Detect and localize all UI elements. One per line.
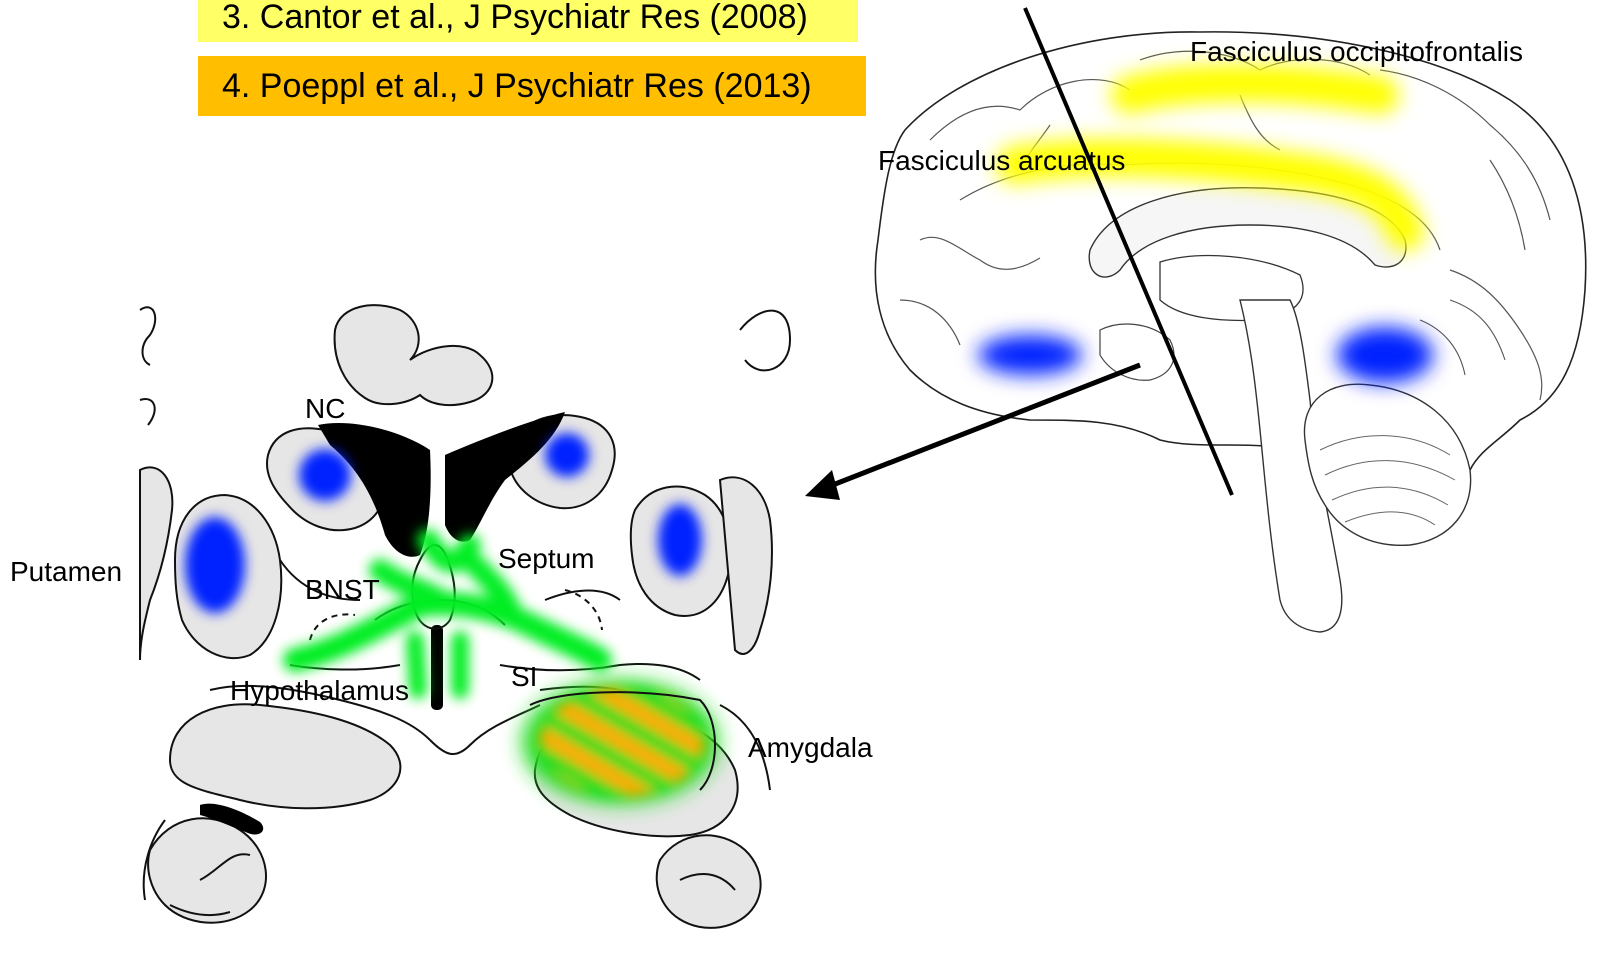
label-si: SI: [511, 663, 537, 691]
amygdala-highlight: [522, 680, 718, 804]
third-ventricle: [431, 625, 443, 710]
label-nc: NC: [305, 395, 345, 423]
coronal-tissue: [140, 305, 772, 928]
label-amygdala: Amygdala: [748, 734, 873, 762]
occipital-blue-blob: [1337, 327, 1433, 383]
sagittal-brain: [805, 8, 1586, 632]
frontal-blue-blob: [978, 335, 1082, 375]
putamen-left-blue: [185, 517, 245, 613]
label-septum: Septum: [498, 545, 595, 573]
nc-left-blue: [299, 449, 351, 501]
coronal-section: [140, 305, 790, 928]
label-hypothalamus: Hypothalamus: [230, 677, 409, 705]
putamen-right-blue: [658, 504, 702, 576]
label-fasciculus-occipitofrontalis: Fasciculus occipitofrontalis: [1190, 38, 1523, 66]
bnst-hypothalamus-green: [295, 604, 600, 660]
label-putamen: Putamen: [10, 558, 122, 586]
nc-right-blue: [545, 433, 589, 477]
arrow-head: [805, 470, 840, 500]
label-fasciculus-arcuatus: Fasciculus arcuatus: [878, 147, 1125, 175]
label-bnst: BNST: [305, 576, 380, 604]
occipitofrontalis-tract: [1130, 83, 1380, 95]
